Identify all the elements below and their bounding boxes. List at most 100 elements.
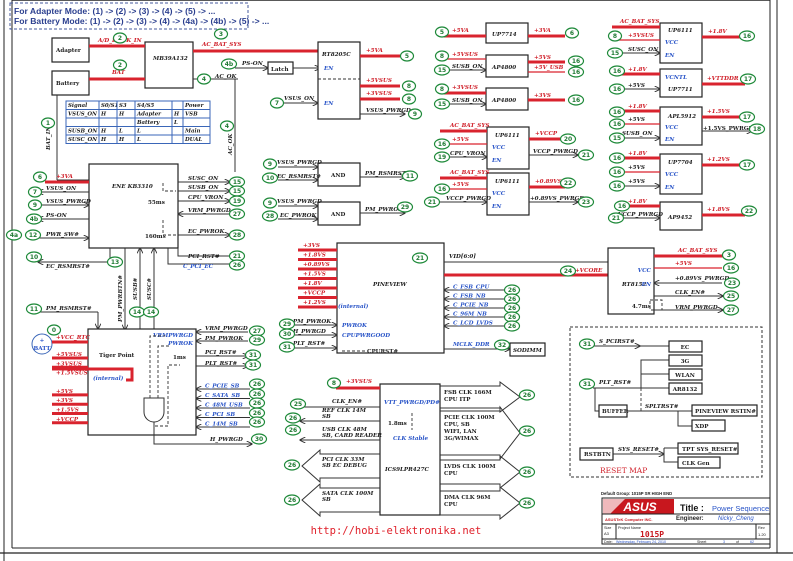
step-number: 31 bbox=[249, 362, 257, 369]
adapter-label: Adapter bbox=[55, 48, 81, 54]
step-bubble bbox=[269, 97, 285, 109]
watermark-url[interactable]: http://hobi-elektronika.net bbox=[311, 525, 482, 537]
clock-output-label: USB CLK 48M bbox=[322, 427, 368, 433]
step-bubble bbox=[433, 183, 451, 195]
svg-text:SUSB_ON: SUSB_ON bbox=[622, 131, 653, 137]
power-rail-label: +VCCP bbox=[56, 417, 79, 423]
up7704-block[interactable] bbox=[659, 153, 703, 195]
svg-text:Nicky_Cheng: Nicky_Cheng bbox=[718, 516, 754, 522]
reset-target[interactable] bbox=[691, 419, 726, 432]
svg-text:1ms: 1ms bbox=[173, 355, 186, 361]
svg-text:AR8132: AR8132 bbox=[672, 387, 698, 393]
and-gates: AND VSUS_PWRGD EC_RSMRST# PM_RSMRST# AND… bbox=[276, 160, 411, 226]
step-bubble bbox=[407, 108, 423, 120]
step-number: 0 bbox=[52, 327, 56, 334]
svg-text:+5VS: +5VS bbox=[534, 55, 551, 61]
ap4800-1-block[interactable] bbox=[485, 54, 529, 78]
svg-text:PS-ON: PS-ON bbox=[45, 213, 68, 219]
reset-target-ar8132[interactable] bbox=[668, 382, 703, 395]
step-bubble bbox=[25, 303, 43, 315]
apl5912-block[interactable] bbox=[659, 106, 703, 146]
svg-text:PM_PWROK: PM_PWROK bbox=[204, 336, 244, 342]
svg-text:+1.8V: +1.8V bbox=[708, 29, 727, 35]
svg-text:AC_BAT_SYS: AC_BAT_SYS bbox=[619, 19, 659, 25]
reset-target-wlan[interactable] bbox=[668, 368, 703, 381]
table-cell-text: H bbox=[118, 112, 125, 118]
svg-text:PLT_RST#: PLT_RST# bbox=[204, 361, 237, 367]
sodimm-block[interactable] bbox=[509, 342, 546, 357]
clock-input-label: C_PCIE_SB bbox=[205, 384, 240, 390]
table-cell bbox=[182, 134, 211, 144]
step-number: 15 bbox=[611, 50, 619, 57]
ap9452-block[interactable] bbox=[659, 201, 703, 231]
tigerpoint-block[interactable] bbox=[87, 328, 197, 436]
step-bubble bbox=[228, 229, 246, 241]
step-number: 26 bbox=[288, 497, 296, 504]
rt8205c-block[interactable] bbox=[317, 41, 361, 120]
svg-text:ICS9LPR427C: ICS9LPR427C bbox=[384, 467, 429, 473]
step-number: 8 bbox=[407, 96, 411, 103]
step-number: 26 bbox=[508, 296, 516, 303]
svg-text:EC_PWROK: EC_PWROK bbox=[187, 229, 226, 235]
up6111-vccp-block[interactable] bbox=[486, 126, 530, 170]
step-bubble bbox=[112, 59, 128, 71]
up7714-block[interactable] bbox=[485, 22, 529, 44]
step-number: 8 bbox=[440, 53, 444, 60]
rt8152-block[interactable] bbox=[607, 247, 655, 315]
step-bubble bbox=[578, 338, 596, 350]
step-bubble bbox=[748, 123, 766, 135]
svg-text:CLK_EN#: CLK_EN# bbox=[332, 399, 362, 405]
step-bubble bbox=[5, 229, 23, 241]
svg-text:Tiger Point: Tiger Point bbox=[99, 353, 135, 359]
step-number: 23 bbox=[728, 280, 736, 287]
svg-text:CLK_EN#: CLK_EN# bbox=[675, 290, 705, 296]
svg-text:+5VSUS: +5VSUS bbox=[366, 78, 392, 84]
and-gate-1[interactable] bbox=[317, 162, 361, 187]
clockgen-block[interactable] bbox=[379, 383, 441, 516]
step-bubble bbox=[228, 208, 246, 220]
step-bubble bbox=[248, 334, 266, 346]
table-cell-text: SUSB_ON bbox=[68, 129, 98, 135]
reset-target[interactable] bbox=[691, 404, 758, 417]
reset-map-frame bbox=[569, 326, 763, 478]
table-cell-text: Signal bbox=[68, 103, 87, 109]
svg-text:SUSB_ON: SUSB_ON bbox=[452, 64, 483, 70]
adapter-block[interactable] bbox=[51, 37, 90, 63]
table-cell bbox=[182, 117, 211, 127]
up6111-089-block[interactable] bbox=[486, 172, 530, 216]
up6111-top-block[interactable] bbox=[659, 22, 703, 64]
svg-text:VCNTL: VCNTL bbox=[665, 75, 687, 81]
power-rail-label: +1.5VSUS bbox=[56, 371, 88, 377]
step-number: 16 bbox=[613, 155, 621, 162]
svg-text:VCCP_PWRGD: VCCP_PWRGD bbox=[618, 212, 663, 218]
step-number: 16 bbox=[613, 169, 621, 176]
svg-text:UP7711: UP7711 bbox=[668, 87, 693, 93]
step-number: 10 bbox=[30, 254, 38, 261]
svg-text:+5VS: +5VS bbox=[628, 179, 645, 185]
svg-text:VSUS_ON: VSUS_ON bbox=[46, 186, 77, 192]
table-cell-text: H bbox=[118, 137, 125, 143]
battery-block[interactable] bbox=[51, 70, 90, 96]
reset-target-3g[interactable] bbox=[668, 354, 703, 367]
svg-text:UP6111: UP6111 bbox=[495, 179, 520, 185]
rtc-battery-icon bbox=[31, 333, 53, 355]
svg-text:EN: EN bbox=[323, 66, 334, 72]
step-number: 23 bbox=[582, 199, 590, 206]
power-rail-label: +0.89VS bbox=[303, 262, 330, 268]
table-cell-text: S3 bbox=[119, 103, 127, 109]
reset-target-ec[interactable] bbox=[668, 340, 703, 353]
table-cell-text: DUAL bbox=[184, 137, 202, 143]
step-bubble bbox=[567, 94, 585, 106]
svg-text:H_PWRGD: H_PWRGD bbox=[209, 437, 243, 443]
svg-text:BAT_IN: BAT_IN bbox=[46, 126, 52, 151]
clock-input-label: C_FSB_CPU bbox=[453, 285, 490, 291]
svg-text:CPURST#: CPURST# bbox=[367, 349, 398, 355]
step-number: 30 bbox=[255, 436, 263, 443]
svg-text:TPT SYS_RESET#: TPT SYS_RESET# bbox=[682, 447, 738, 453]
clock-input-label: C_PCI_SB bbox=[205, 412, 235, 418]
charger-block[interactable] bbox=[144, 41, 194, 89]
step-number: 22 bbox=[745, 208, 753, 215]
step-number: 26 bbox=[289, 415, 297, 422]
svg-text:AC_OK: AC_OK bbox=[228, 133, 234, 156]
